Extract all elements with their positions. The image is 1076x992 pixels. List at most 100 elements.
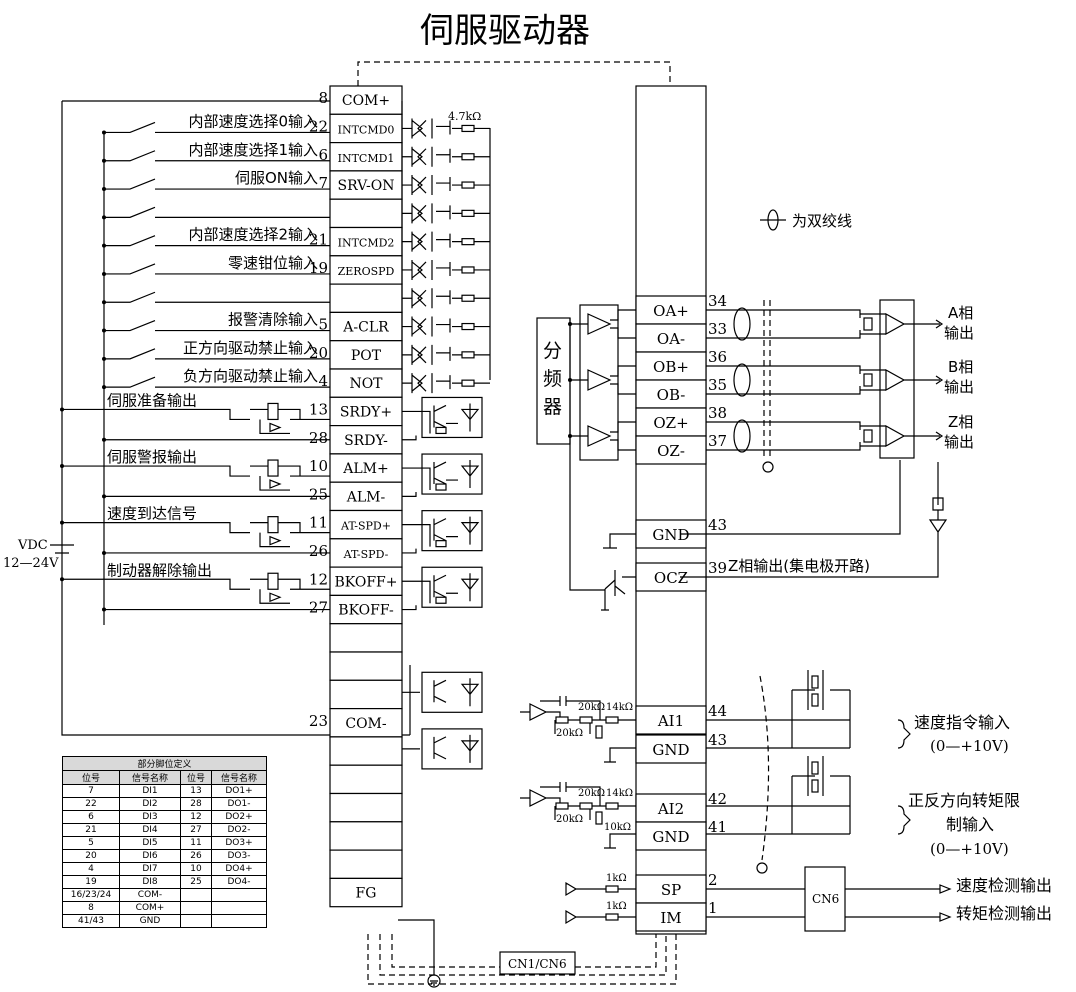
pin-number: 37: [708, 432, 727, 450]
switch: [104, 121, 330, 134]
connector-cell: [329, 566, 403, 596]
resistor: [461, 153, 475, 161]
right-connector: OA+34OA-33OB+36OB-35OZ+38OZ-37GND43OCZ39…: [635, 85, 727, 935]
table-cell: 21: [62, 823, 120, 837]
table-cell: [180, 914, 212, 928]
twisted-pair-label: 为双绞线: [792, 212, 852, 230]
junction-dot: [60, 407, 64, 412]
ocz-description: Z相输出(集电极开路): [728, 557, 870, 575]
resistor-label: 1kΩ: [606, 901, 627, 912]
termination-resistor: [863, 373, 873, 387]
optocoupler: [402, 344, 490, 365]
table-cell: DI4: [119, 823, 181, 837]
table-cell: DI2: [119, 797, 181, 811]
table-cell: DO3-: [211, 849, 267, 863]
table-cell: 10: [180, 862, 212, 876]
resistor: [461, 266, 475, 274]
junction-dot: [102, 243, 106, 248]
junction-dot: [60, 520, 64, 525]
pin-number: 8: [318, 89, 328, 107]
pin-name: ZEROSPD: [338, 265, 395, 278]
junction-dot: [102, 607, 106, 612]
resistor: [605, 885, 619, 893]
switch: [104, 263, 330, 275]
output-label: 伺服警报输出: [107, 448, 197, 466]
table-cell: DO2-: [211, 823, 267, 837]
pin-number: 22: [309, 117, 328, 135]
resistor: [461, 379, 475, 387]
connector-cell: [329, 538, 403, 568]
bracket: [897, 805, 911, 835]
resistor: [605, 913, 619, 921]
resistor-label: 20kΩ: [556, 814, 583, 825]
line-driver: [570, 309, 636, 339]
table-cell: DI8: [119, 875, 181, 889]
resistor: [435, 596, 447, 604]
potentiometer: [811, 761, 819, 775]
pin-table-header: 信号名称: [119, 770, 181, 785]
input-label: 内部速度选择0输入: [188, 112, 318, 130]
cn6-label: CN6: [812, 892, 839, 906]
connector-cell: [635, 902, 707, 932]
table-cell: [211, 914, 267, 928]
cable-shield: [759, 675, 770, 861]
twisted-pair: [733, 363, 751, 397]
pin-number: 20: [309, 344, 328, 362]
resistor-label: 20kΩ: [578, 702, 605, 713]
opamp: [520, 703, 636, 734]
connector-cell: [329, 198, 403, 229]
connector-cell: [635, 351, 707, 381]
connector-cell: [635, 821, 707, 851]
potentiometer: [811, 779, 819, 793]
pin-number: 33: [708, 320, 727, 338]
junction-dot: [102, 271, 106, 276]
connector-cell: [329, 311, 403, 342]
connector-cell: [329, 651, 403, 681]
table-cell: 20: [62, 849, 120, 863]
switch: [104, 235, 330, 247]
table-cell: 5: [62, 836, 120, 850]
junction-dot: [102, 356, 106, 361]
connector-cell: [329, 283, 403, 314]
table-cell: [211, 901, 267, 915]
connector-cell: [635, 734, 707, 764]
encoder-wire: [706, 309, 861, 339]
relay-coil: [267, 516, 279, 534]
optocoupler: [402, 118, 490, 139]
junction-dot: [102, 215, 106, 220]
junction-dot: [102, 437, 106, 442]
speed-command-range: (0—+10V): [930, 737, 1009, 755]
pin-number: 1: [708, 899, 718, 917]
ground: [604, 833, 636, 849]
output-optocoupler: [421, 728, 483, 770]
pin-number: 2: [708, 871, 718, 889]
pin-name: INTCMD0: [338, 123, 395, 136]
table-cell: 41/43: [62, 914, 120, 928]
table-cell: DO4-: [211, 875, 267, 889]
z-output-label-1: Z相: [948, 413, 973, 431]
output-wire: [402, 665, 411, 736]
twisted-pair: [733, 419, 751, 453]
table-cell: 8: [62, 901, 120, 915]
pin-name: COM+: [342, 93, 390, 109]
pin-name: IM: [660, 909, 681, 927]
relay-diode: [259, 589, 290, 604]
pin-name: POT: [351, 348, 382, 364]
resistor: [579, 802, 593, 810]
pin-number: 28: [309, 429, 328, 447]
resistor: [435, 483, 447, 491]
left-connector: COM+8INTCMD022INTCMD16SRV-ON7INTCMD221ZE…: [309, 85, 403, 908]
connector-cell: [329, 85, 403, 115]
relay-coil: [267, 459, 279, 477]
pin-name: GND: [652, 526, 689, 544]
pin-name: SRV-ON: [338, 178, 395, 194]
table-cell: COM+: [119, 901, 181, 915]
output-wire: [62, 408, 330, 441]
table-cell: DO4+: [211, 862, 267, 876]
speed-output-label: 速度检测输出: [956, 876, 1052, 895]
pin-number: 39: [708, 559, 727, 577]
optocoupler: [402, 231, 490, 252]
opto-symbol: [402, 460, 480, 497]
